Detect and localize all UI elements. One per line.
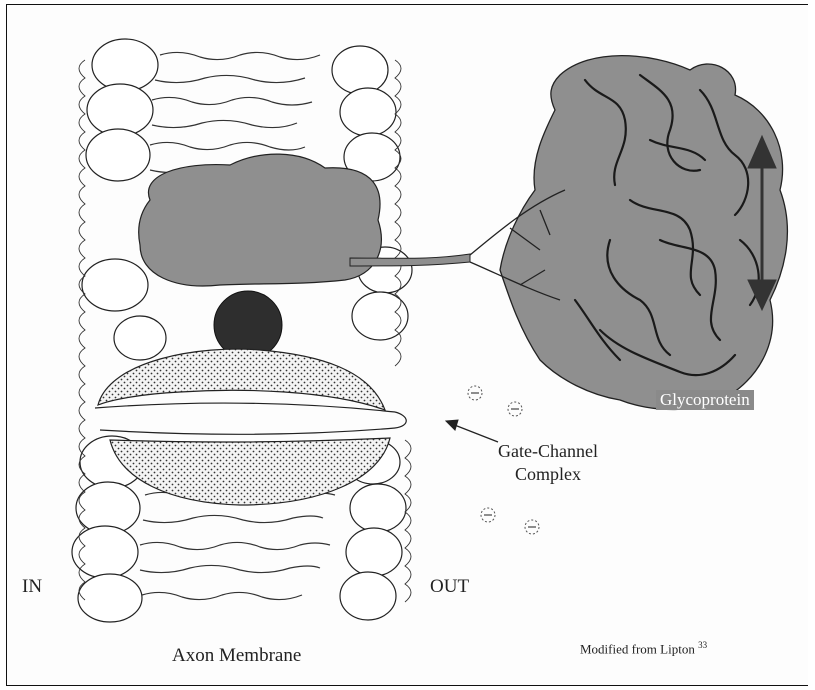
credit-text: Modified from Lipton [580,641,695,656]
channel-pore [95,403,406,434]
outer-lipid-heads [332,46,412,620]
glycoprotein-label: Glycoprotein [656,390,754,410]
outside-label: OUT [430,576,469,598]
inner-lipid-heads [72,39,166,622]
inside-label: IN [22,576,42,598]
credit-label: Modified from Lipton 33 [580,640,707,657]
lower-gate [110,438,390,505]
channel-protein [139,154,382,286]
credit-ref: 33 [698,640,707,650]
membrane-label: Axon Membrane [172,645,301,667]
gate-label-line1: Gate-Channel [498,440,598,463]
gate-label-line2: Complex [498,463,598,486]
gate-pointer-arrow [446,420,498,442]
gate-channel-label: Gate-Channel Complex [498,440,598,486]
